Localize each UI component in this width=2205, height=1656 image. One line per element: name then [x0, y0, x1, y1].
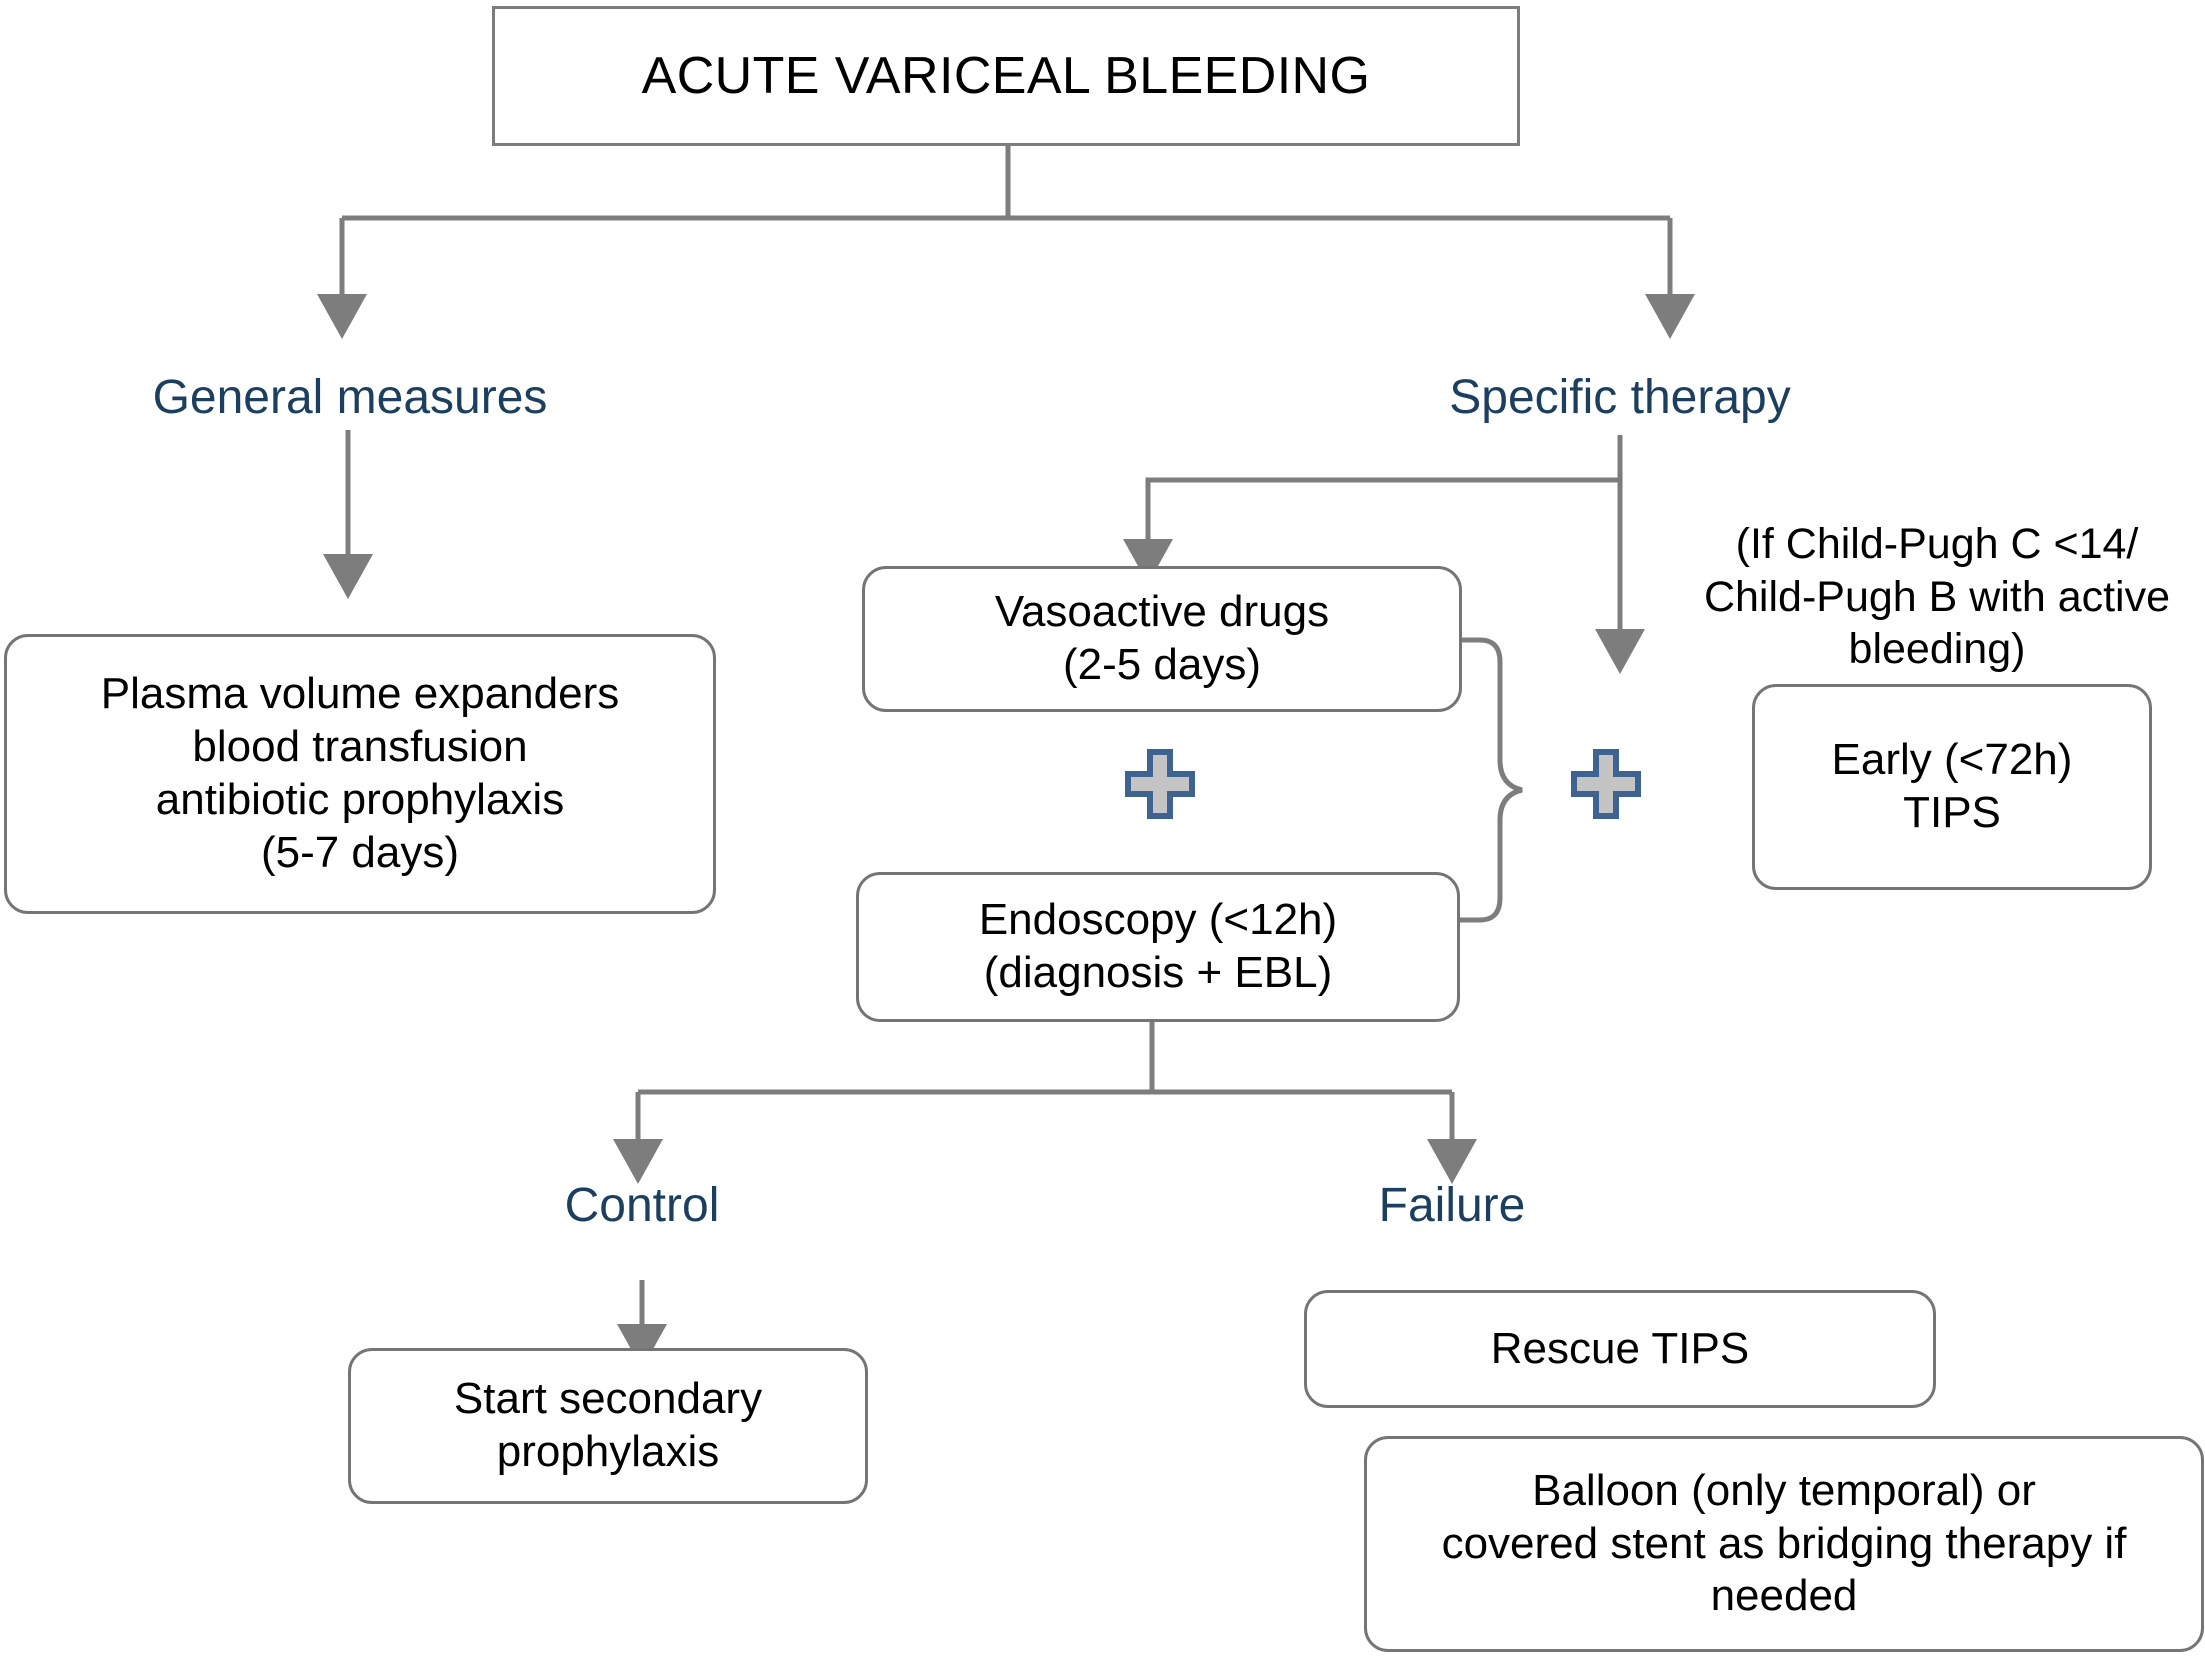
vasoactive-drugs-label: Vasoactive drugs (2-5 days) [994, 587, 1330, 689]
root-node-acute-variceal-bleeding[interactable]: ACUTE VARICEAL BLEEDING [492, 6, 1520, 146]
plus-icon-combine-specific-tips [1570, 748, 1642, 820]
failure-text: Failure [1378, 1179, 1526, 1232]
general-measures-box-label: Plasma volume expanders blood transfusio… [100, 669, 620, 877]
endoscopy-label: Endoscopy (<12h) (diagnosis + EBL) [978, 895, 1338, 997]
box-vasoactive-drugs[interactable]: Vasoactive drugs (2-5 days) [862, 566, 1462, 712]
note-child-pugh-criteria: (If Child-Pugh C <14/ Child-Pugh B with … [1672, 466, 2202, 676]
plus-glyph [1125, 749, 1195, 819]
early-tips-label: Early (<72h) TIPS [1831, 735, 2073, 837]
box-early-tips[interactable]: Early (<72h) TIPS [1752, 684, 2152, 890]
branch-label-general-measures: General measures [90, 371, 610, 425]
box-general-measures[interactable]: Plasma volume expanders blood transfusio… [4, 634, 716, 914]
box-balloon-covered-stent[interactable]: Balloon (only temporal) or covered stent… [1364, 1436, 2204, 1652]
box-rescue-tips[interactable]: Rescue TIPS [1304, 1290, 1936, 1408]
rescue-tips-label: Rescue TIPS [1490, 1323, 1750, 1373]
box-start-secondary-prophylaxis[interactable]: Start secondary prophylaxis [348, 1348, 868, 1504]
general-measures-text: General measures [152, 371, 548, 424]
balloon-covered-stent-label: Balloon (only temporal) or covered stent… [1441, 1465, 2127, 1621]
secondary-prophylaxis-label: Start secondary prophylaxis [453, 1374, 763, 1476]
branch-label-failure: Failure [1252, 1179, 1652, 1233]
connector-brace-combine [1452, 637, 1523, 923]
root-node-label: ACUTE VARICEAL BLEEDING [641, 46, 1371, 105]
connector-specific-to-vasoactive [1123, 477, 1620, 584]
plus-icon-combine-drugs-endoscopy [1124, 748, 1196, 820]
control-text: Control [564, 1179, 720, 1232]
specific-therapy-text: Specific therapy [1449, 371, 1791, 424]
child-pugh-note-text: (If Child-Pugh C <14/ Child-Pugh B with … [1703, 520, 2171, 674]
branch-label-control: Control [442, 1179, 842, 1233]
branch-label-specific-therapy: Specific therapy [1390, 371, 1850, 425]
plus-glyph [1571, 749, 1641, 819]
box-endoscopy[interactable]: Endoscopy (<12h) (diagnosis + EBL) [856, 872, 1460, 1022]
